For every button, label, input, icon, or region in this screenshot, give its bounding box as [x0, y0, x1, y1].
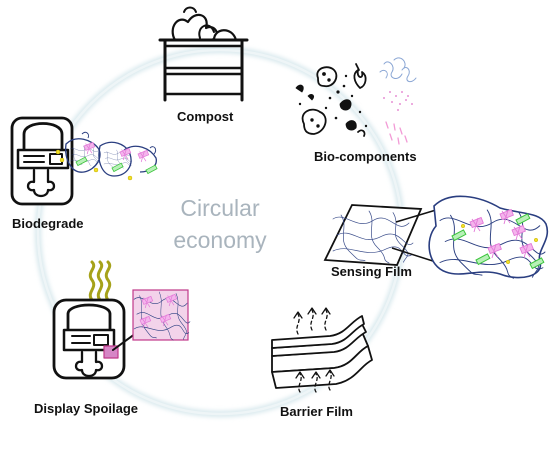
compost-bin-icon — [158, 6, 249, 102]
barrier-film-icon — [271, 307, 373, 393]
sensing-film-icon — [323, 195, 549, 279]
food-scraps-icon — [295, 57, 417, 145]
label-sensing-film: Sensing Film — [331, 264, 412, 279]
label-biodegrade: Biodegrade — [12, 216, 84, 231]
spoiled-film-zoom — [132, 289, 191, 341]
label-bio-components: Bio-components — [314, 149, 417, 164]
center-title-line-1: Circular — [180, 195, 260, 221]
packaged-food-icon-biodegrade — [10, 116, 74, 206]
label-compost: Compost — [177, 109, 234, 124]
label-display-spoilage: Display Spoilage — [34, 401, 139, 416]
label-barrier-film: Barrier Film — [280, 404, 353, 419]
center-title: Circular economy — [150, 192, 290, 256]
degrading-fibers — [55, 131, 158, 181]
center-title-line-2: economy — [173, 227, 267, 253]
